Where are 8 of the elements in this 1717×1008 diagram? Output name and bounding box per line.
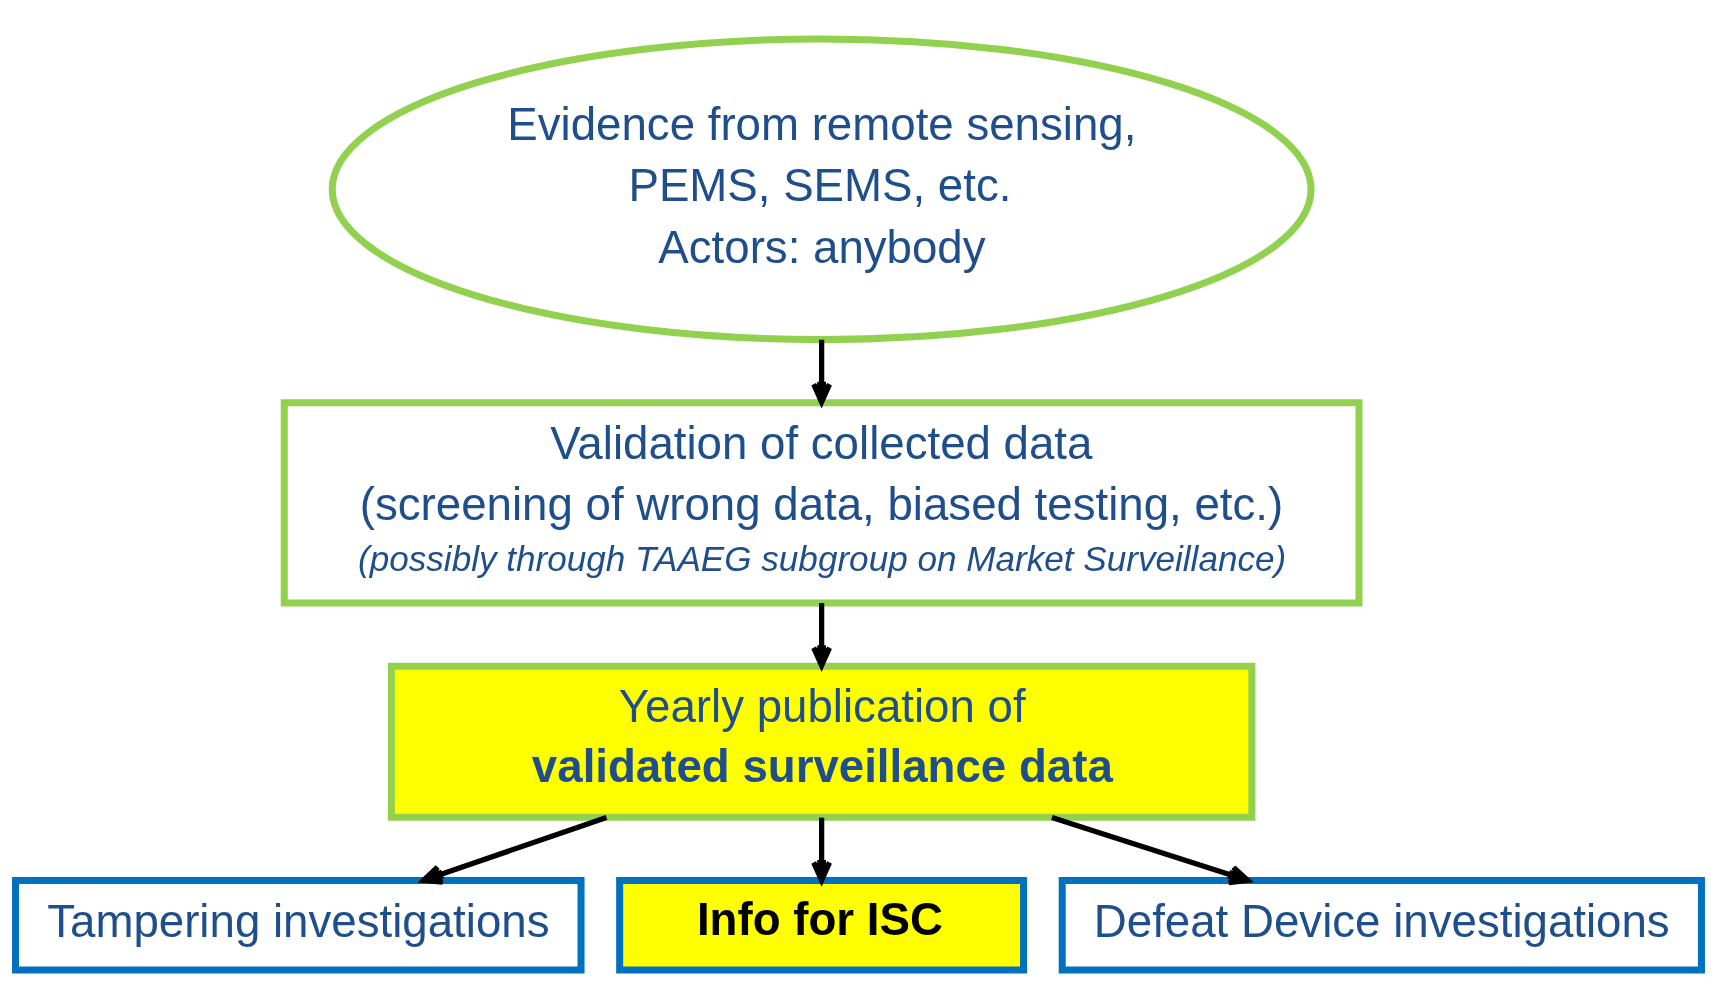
arrow: [420, 814, 608, 885]
node-box: Yearly publication of validated surveillance data: [387, 662, 1256, 821]
node-box: Defeat Device investigations: [1058, 876, 1705, 973]
node-box: Tampering investigations: [12, 876, 585, 973]
arrow: [1051, 814, 1251, 885]
node-box: Validation of collected data (screening of wrong data, biased testing, etc.) (possibly through TAAEG subgroup on Market Surveillance): [280, 398, 1363, 606]
node-box: Info for ISC: [616, 876, 1028, 973]
node-ellipse: Evidence from remote sensing, PEMS, SEMS, etc. Actors: anybody: [328, 34, 1315, 343]
